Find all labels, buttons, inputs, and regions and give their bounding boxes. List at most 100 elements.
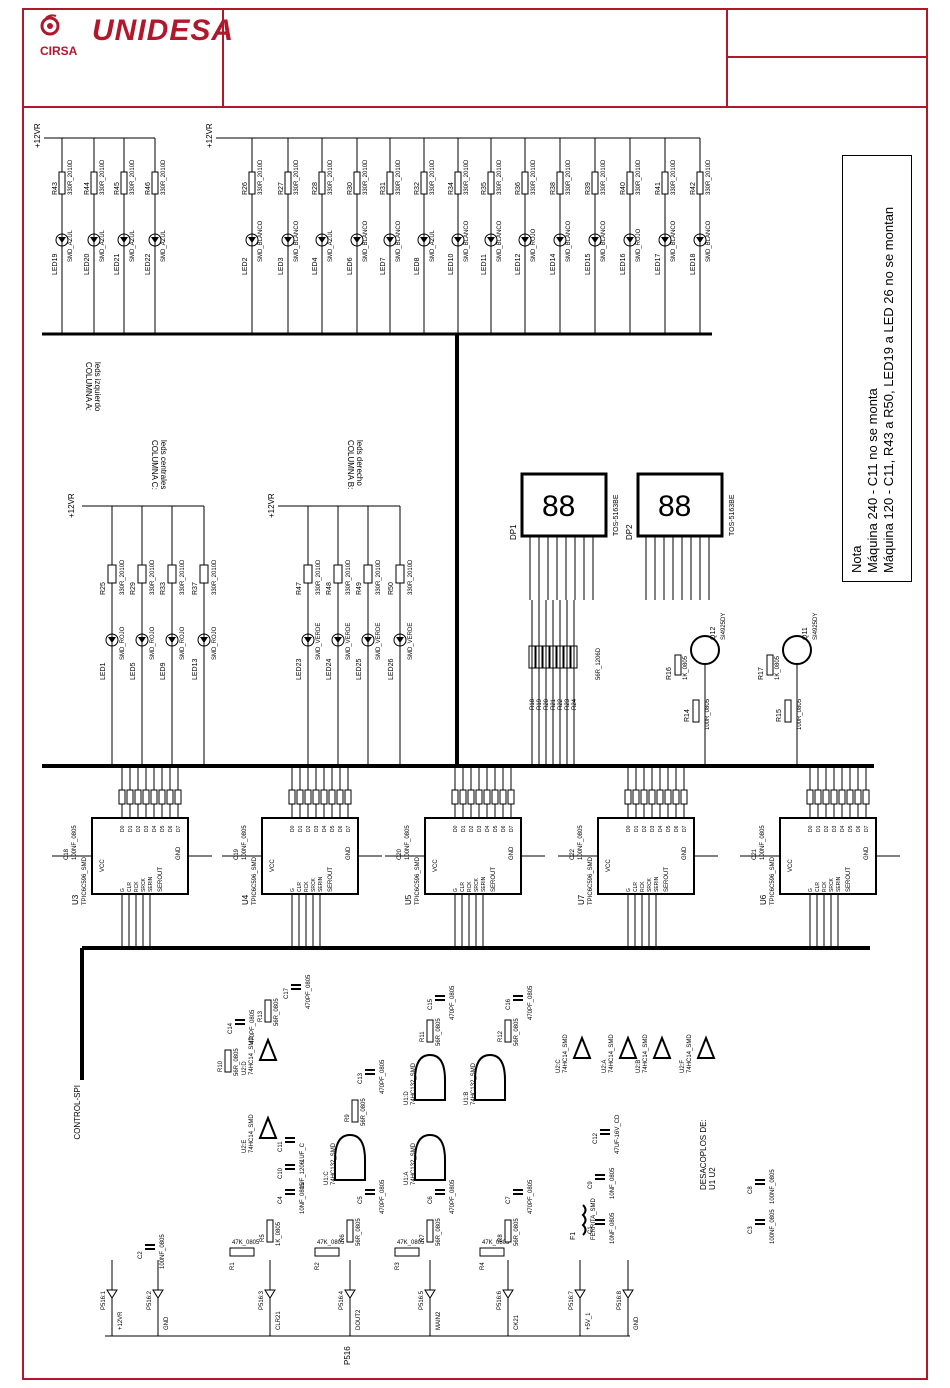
brand-small: CIRSA bbox=[40, 44, 78, 58]
led-ref: LED18 bbox=[690, 253, 697, 275]
pullup-resistor bbox=[394, 1247, 420, 1257]
gate-part: 74HC132_SMD bbox=[411, 1142, 417, 1185]
sr-pin-name: D1 bbox=[816, 825, 822, 832]
sr-pin-label bbox=[150, 789, 158, 805]
series-resistor bbox=[224, 1049, 232, 1073]
resistor bbox=[420, 171, 428, 195]
sr-pin-name: D2 bbox=[824, 825, 830, 832]
resistor-value: 330R_2010D bbox=[531, 159, 537, 195]
inverter-gate bbox=[258, 1037, 278, 1061]
gate-ref: U2:A bbox=[602, 1060, 608, 1073]
sr-ref: U7 bbox=[577, 894, 586, 905]
led-color: SMD_BLANCO bbox=[396, 220, 402, 262]
gate-ref: U2:E bbox=[242, 1140, 248, 1153]
sr-pin-name: D3 bbox=[477, 825, 483, 832]
sr-pin-label bbox=[320, 789, 328, 805]
sr-cap-ref: C21 bbox=[752, 848, 758, 860]
led bbox=[245, 233, 259, 247]
sr-pin-gnd: GND bbox=[864, 846, 870, 860]
sr-pin-label bbox=[664, 789, 672, 805]
display-digits: 88 bbox=[658, 490, 691, 523]
rs-value: 100R_0805 bbox=[705, 698, 711, 730]
led bbox=[518, 233, 532, 247]
resistor-value: 330R_2010D bbox=[464, 159, 470, 195]
resistor-ref: R26 bbox=[242, 182, 249, 195]
resistor bbox=[386, 171, 394, 195]
colC-led-color: SMD_ROJO bbox=[120, 626, 126, 660]
gate-ref: U2:D bbox=[242, 1061, 248, 1075]
resistor-ref: R40 bbox=[620, 182, 627, 195]
colB-sub: leds derecho bbox=[355, 440, 364, 486]
sr-pin-name: D7 bbox=[176, 825, 182, 832]
sr-pin-name: D1 bbox=[128, 825, 134, 832]
sr-pin-label bbox=[118, 789, 126, 805]
sr-pin-label bbox=[507, 789, 515, 805]
sr-pin-label bbox=[134, 789, 142, 805]
led-color: SMD_AZUL bbox=[328, 229, 334, 262]
sr-pin-label bbox=[451, 789, 459, 805]
connector-pin bbox=[106, 1289, 118, 1299]
shift-register bbox=[91, 817, 189, 895]
resistor bbox=[90, 171, 98, 195]
cap-ref: C10 bbox=[278, 1167, 284, 1179]
colB-led bbox=[393, 633, 407, 647]
colB-led-color: SMD_VERDE bbox=[316, 623, 322, 660]
resistor-ref: R39 bbox=[585, 182, 592, 195]
cap-ref: C11 bbox=[278, 1141, 284, 1152]
sr-pin-name: D5 bbox=[848, 825, 854, 832]
inverter-gate bbox=[618, 1035, 638, 1059]
led-symbol bbox=[454, 237, 462, 243]
sr-pin-label bbox=[344, 789, 352, 805]
sr-pin-vcc: VCC bbox=[788, 859, 794, 872]
sr-ctrl-name: RCK bbox=[822, 881, 828, 892]
sr-pin-vcc: VCC bbox=[100, 859, 106, 872]
cap-value: 470PF_0805 bbox=[380, 1179, 386, 1214]
resistor-value: 330R_2010D bbox=[566, 159, 572, 195]
sr-pin-name: D5 bbox=[666, 825, 672, 832]
cap-value: 10NF_0805 bbox=[610, 1212, 616, 1244]
connector-pin-net: +5V_1 bbox=[586, 1312, 592, 1330]
resistor bbox=[626, 171, 634, 195]
sr-pin-name: D0 bbox=[808, 825, 814, 832]
sr-pin-serout: SEROUT bbox=[491, 867, 497, 892]
sr-cap-value: 100NF_0805 bbox=[72, 825, 78, 860]
led bbox=[383, 233, 397, 247]
title-divider-v2 bbox=[726, 8, 728, 108]
colB-resistor bbox=[395, 564, 405, 584]
resistor-value: 330R_2010D bbox=[100, 159, 106, 195]
title-divider-h2 bbox=[726, 56, 928, 58]
sr-pin-label bbox=[174, 789, 182, 805]
colB-led-symbol bbox=[364, 637, 372, 643]
cap-value: 470PF_0805 bbox=[528, 1179, 534, 1214]
colC-led-ref: LED1 bbox=[100, 662, 107, 680]
led-ref: LED10 bbox=[448, 253, 455, 275]
seven-seg-display bbox=[636, 472, 724, 538]
series-value: 56R_0805 bbox=[436, 1018, 442, 1046]
led bbox=[693, 233, 707, 247]
sr-ctrl-name: SRCK bbox=[829, 877, 835, 892]
colB-resistor-value: 330R_2010D bbox=[346, 559, 352, 595]
resistor-ref: R28 bbox=[312, 182, 319, 195]
led-ref: LED4 bbox=[312, 257, 319, 275]
colB-resistor-value: 330R_2010D bbox=[316, 559, 322, 595]
resistor bbox=[284, 171, 292, 195]
series-value: 56R_0805 bbox=[514, 1018, 520, 1046]
seg-resistor-ref: R22 bbox=[558, 698, 564, 710]
led-symbol bbox=[420, 237, 428, 243]
led-color: SMD_AZUL bbox=[68, 229, 74, 262]
resistor-value: 330R_2010D bbox=[706, 159, 712, 195]
sr-ctrl-name: G bbox=[453, 888, 459, 892]
colB-label: COLUMNA B: bbox=[346, 440, 355, 489]
sr-ctrl-name: CLR bbox=[127, 882, 133, 892]
gate-part: 74HC14_SMD bbox=[609, 1034, 615, 1073]
sr-ctrl-name: SRCK bbox=[141, 877, 147, 892]
inverter-gate bbox=[572, 1035, 592, 1059]
resistor-ref: R44 bbox=[84, 182, 91, 195]
rail-12vr-d: +12VR bbox=[267, 493, 276, 518]
cap-value: 470PF_0805 bbox=[528, 985, 534, 1020]
sr-part: TPIC6C596_SMD bbox=[770, 856, 776, 905]
series-ref: R7 bbox=[420, 1234, 426, 1242]
shift-register bbox=[597, 817, 695, 895]
sr-pin-name: D4 bbox=[485, 825, 491, 832]
